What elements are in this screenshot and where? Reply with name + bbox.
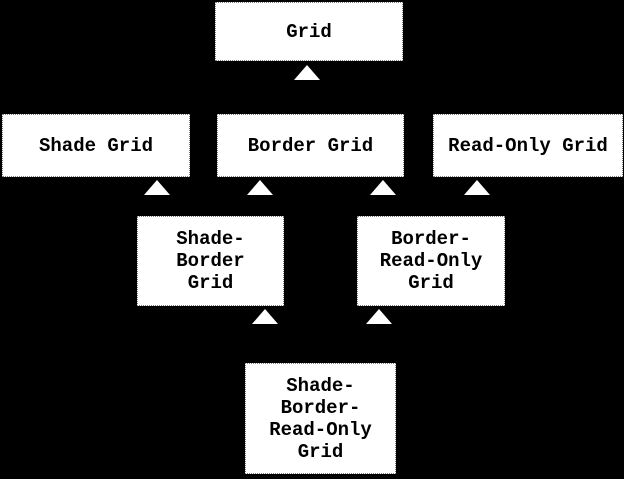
inherits-triangle-icon bbox=[144, 180, 170, 195]
inherits-triangle-icon bbox=[366, 309, 392, 324]
node-border-read-only-grid: Border- Read-Only Grid bbox=[357, 216, 505, 306]
node-shade-border-read-only-grid: Shade- Border- Read-Only Grid bbox=[245, 363, 396, 474]
inherits-triangle-icon bbox=[247, 180, 273, 195]
inherits-triangle-icon bbox=[294, 65, 320, 80]
node-grid: Grid bbox=[215, 2, 403, 61]
node-shade-border-grid: Shade- Border Grid bbox=[137, 216, 284, 306]
node-border-grid: Border Grid bbox=[217, 114, 404, 177]
inherits-triangle-icon bbox=[370, 180, 396, 195]
inherits-triangle-icon bbox=[464, 180, 490, 195]
inherits-triangle-icon bbox=[252, 309, 278, 324]
node-shade-grid: Shade Grid bbox=[2, 114, 190, 177]
node-read-only-grid: Read-Only Grid bbox=[433, 114, 623, 177]
